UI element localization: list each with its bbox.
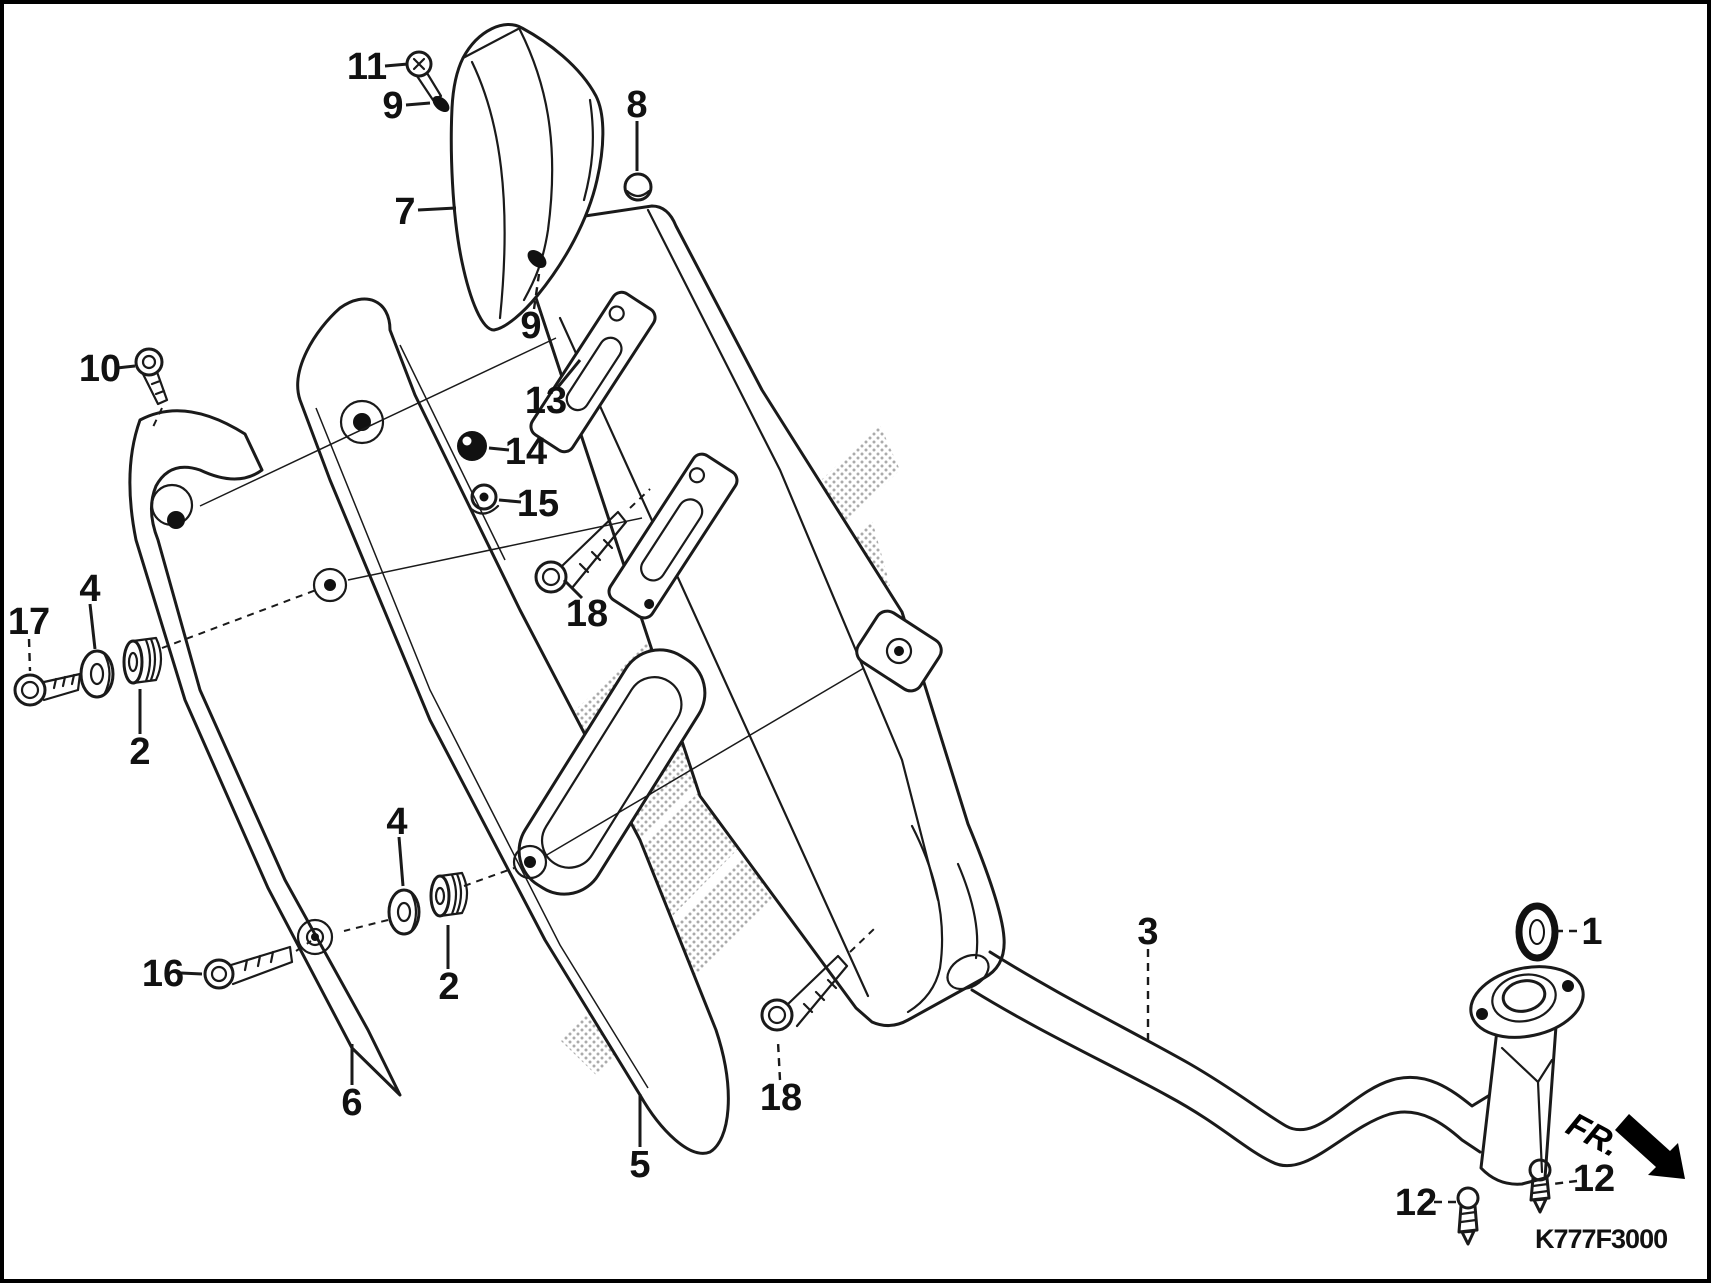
label-17: 17 bbox=[8, 601, 50, 643]
grommet-2-upper-icon bbox=[122, 636, 163, 685]
screw-9-upper-icon bbox=[432, 95, 450, 113]
label-6: 6 bbox=[341, 1082, 362, 1124]
bolt-10-icon bbox=[134, 347, 169, 406]
stay-bracket-6 bbox=[128, 409, 402, 1097]
label-10-leader bbox=[116, 364, 136, 370]
screw-12-right-icon bbox=[1528, 1158, 1552, 1214]
fr-arrow-icon bbox=[1615, 1114, 1685, 1179]
screw-12-left-icon bbox=[1456, 1186, 1480, 1246]
label-15-leader bbox=[498, 498, 522, 504]
label-4-upper-leader bbox=[88, 603, 97, 650]
exhaust-gasket-1 bbox=[1515, 902, 1559, 962]
washer-4-upper-icon bbox=[79, 649, 115, 699]
fr-label: FR. bbox=[1560, 1106, 1626, 1165]
label-9-lower: 9 bbox=[520, 305, 541, 347]
bolt-18-upper-icon bbox=[534, 510, 628, 594]
muffler-mount-lug bbox=[855, 609, 943, 693]
label-18-lower-leader bbox=[776, 1041, 782, 1081]
label-9-upper-leader bbox=[405, 101, 431, 107]
bolt-18-lower-icon bbox=[760, 954, 849, 1032]
label-11: 11 bbox=[347, 46, 387, 88]
label-14-leader bbox=[488, 446, 510, 452]
label-16-leader bbox=[180, 971, 203, 976]
label-9-upper: 9 bbox=[382, 85, 403, 127]
label-2-upper: 2 bbox=[129, 731, 150, 773]
label-11-leader bbox=[384, 62, 409, 68]
label-10: 10 bbox=[79, 348, 121, 390]
leader-lines bbox=[27, 62, 1578, 1204]
label-8: 8 bbox=[626, 84, 647, 126]
label-7: 7 bbox=[394, 191, 415, 233]
label-18-upper: 18 bbox=[566, 593, 608, 635]
label-5: 5 bbox=[629, 1144, 650, 1186]
screw-9-lower-icon bbox=[527, 249, 547, 269]
screw-11-icon bbox=[405, 50, 443, 102]
stay-bracket-13 bbox=[529, 290, 657, 454]
label-12-left: 12 bbox=[1395, 1182, 1437, 1224]
label-12-right: 12 bbox=[1573, 1158, 1615, 1200]
label-2-lower: 2 bbox=[438, 966, 459, 1008]
label-13: 13 bbox=[525, 380, 567, 422]
exhaust-flange bbox=[1469, 965, 1585, 1186]
label-7-leader bbox=[417, 206, 457, 212]
muffler-mid-bracket bbox=[607, 452, 739, 620]
label-4-lower: 4 bbox=[386, 801, 407, 843]
label-9-lower-leader bbox=[532, 273, 541, 310]
bolt-16-icon bbox=[203, 945, 294, 990]
label-17-leader bbox=[27, 638, 32, 672]
label-14: 14 bbox=[505, 431, 547, 473]
muffler-protector-5 bbox=[296, 297, 730, 1155]
nut-14-icon bbox=[457, 431, 487, 461]
heat-shield-7 bbox=[449, 23, 605, 332]
bolt-17-icon bbox=[13, 672, 82, 707]
grommet-2-lower-icon bbox=[429, 871, 469, 918]
label-1: 1 bbox=[1581, 911, 1602, 953]
label-15: 15 bbox=[517, 483, 559, 525]
label-18-lower: 18 bbox=[760, 1077, 802, 1119]
label-18-upper-leader bbox=[562, 578, 584, 600]
label-3: 3 bbox=[1137, 911, 1158, 953]
rubber-collar-8-icon bbox=[623, 172, 653, 202]
muffler-outlet bbox=[946, 953, 990, 991]
assembly-guide-lines bbox=[152, 337, 875, 953]
washer-4-lower-icon bbox=[387, 888, 421, 936]
label-16: 16 bbox=[142, 953, 184, 995]
diagram-code: K777F3000 bbox=[1535, 1224, 1667, 1254]
label-4-upper: 4 bbox=[79, 568, 100, 610]
nut-15-icon bbox=[468, 483, 500, 515]
fasteners bbox=[13, 50, 1552, 1246]
label-4-lower-leader bbox=[397, 836, 405, 887]
label-13-leader bbox=[556, 359, 582, 388]
label-12-right-leader bbox=[1552, 1179, 1578, 1186]
exhaust-pipe-3 bbox=[970, 950, 1500, 1168]
